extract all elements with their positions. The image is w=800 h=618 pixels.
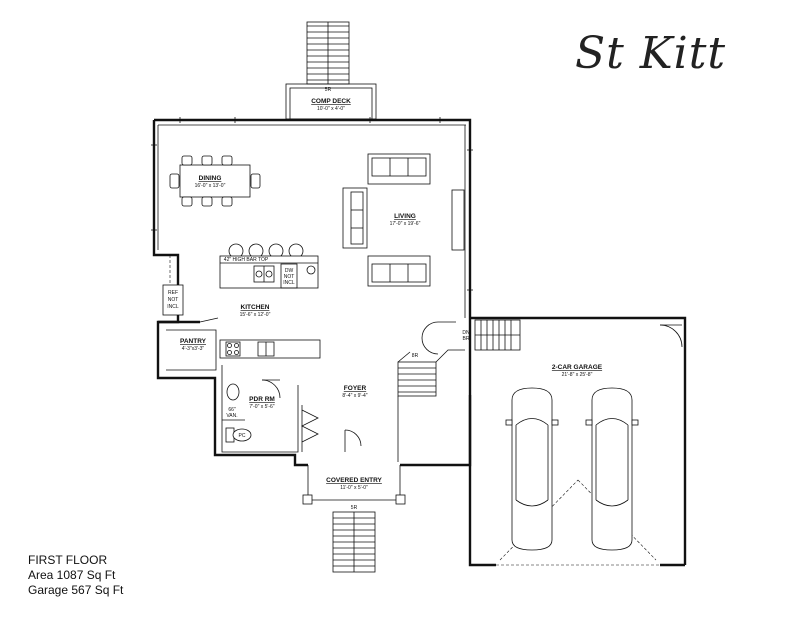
room-label-dining: DINING <box>199 175 222 182</box>
living-furniture <box>342 153 465 287</box>
vanity-label-line1: 66" <box>228 407 236 413</box>
room-dims-pantry: 4'-3"x3'-3" <box>182 346 205 352</box>
room-label-pantry: PANTRY <box>180 338 207 345</box>
floor-area: Area 1087 Sq Ft <box>28 568 116 582</box>
room-dims-pdr-rm: 7'-0" x 5'-6" <box>249 404 274 410</box>
garage-walls <box>468 316 687 567</box>
deck-stair-label: 5R <box>325 87 332 93</box>
covered-entry-outline <box>302 465 406 505</box>
room-label-garage: 2-CAR GARAGE <box>552 364 603 371</box>
room-label-kitchen: KITCHEN <box>241 304 270 311</box>
car-left <box>505 387 559 551</box>
room-dims-foyer: 8'-4" x 9'-4" <box>342 393 367 399</box>
entry-stair-label: 5R <box>351 505 358 511</box>
vanity-label-line2: VAN. <box>226 413 237 419</box>
ref-label-line3: INCL <box>167 304 179 310</box>
floor-info: FIRST FLOOR Area 1087 Sq Ft Garage 567 S… <box>28 553 123 598</box>
car-right <box>585 387 639 551</box>
garage-entry-door <box>421 321 439 355</box>
room-dims-comp-deck: 10'-0" x 4'-0" <box>317 106 345 112</box>
room-label-covered-entry: COVERED ENTRY <box>326 477 382 484</box>
closet-doors <box>301 405 362 452</box>
kitchen-island <box>219 243 319 289</box>
dn-label: DN <box>462 330 470 336</box>
interior-stair-label: 8R <box>412 353 419 359</box>
room-dims-garage: 21'-8" x 25'-8" <box>562 372 593 378</box>
room-dims-living: 17'-0" x 19'-6" <box>390 221 421 227</box>
dw-label-line3: INCL <box>283 280 295 286</box>
room-label-comp-deck: COMP DECK <box>311 98 351 105</box>
floor-name: FIRST FLOOR <box>28 553 108 567</box>
refrigerator <box>162 255 184 316</box>
entry-stairs <box>332 511 376 573</box>
powder-room-walls <box>221 365 299 453</box>
br-label: BR <box>463 336 470 342</box>
plan-title: St Kitt <box>575 28 727 79</box>
garage-stairs <box>474 319 521 351</box>
room-dims-dining: 16'-0" x 13'-0" <box>195 183 226 189</box>
toilet-label: PC <box>239 433 246 439</box>
room-dims-covered-entry: 11'-0" x 5'-0" <box>340 485 368 491</box>
ref-label-line2: NOT <box>168 297 179 303</box>
vanity-sink <box>226 383 240 401</box>
room-label-living: LIVING <box>394 213 416 220</box>
kitchen-counter <box>219 339 321 359</box>
pantry-walls <box>158 317 219 371</box>
dw-label-line1: DW <box>285 268 294 274</box>
room-dims-kitchen: 15'-6" x 12'-0" <box>240 312 271 318</box>
ref-label-line1: REF <box>168 290 178 296</box>
interior-stairs <box>397 349 465 462</box>
toilet <box>225 427 252 443</box>
room-label-foyer: FOYER <box>344 385 367 392</box>
room-label-pdr-rm: PDR RM <box>249 396 275 403</box>
deck-stairs <box>306 21 350 85</box>
garage-area: Garage 567 Sq Ft <box>28 583 124 597</box>
bar-top-label: 42" HIGH BAR TOP <box>224 257 269 263</box>
dining-table <box>169 155 261 207</box>
dw-label-line2: NOT <box>284 274 295 280</box>
